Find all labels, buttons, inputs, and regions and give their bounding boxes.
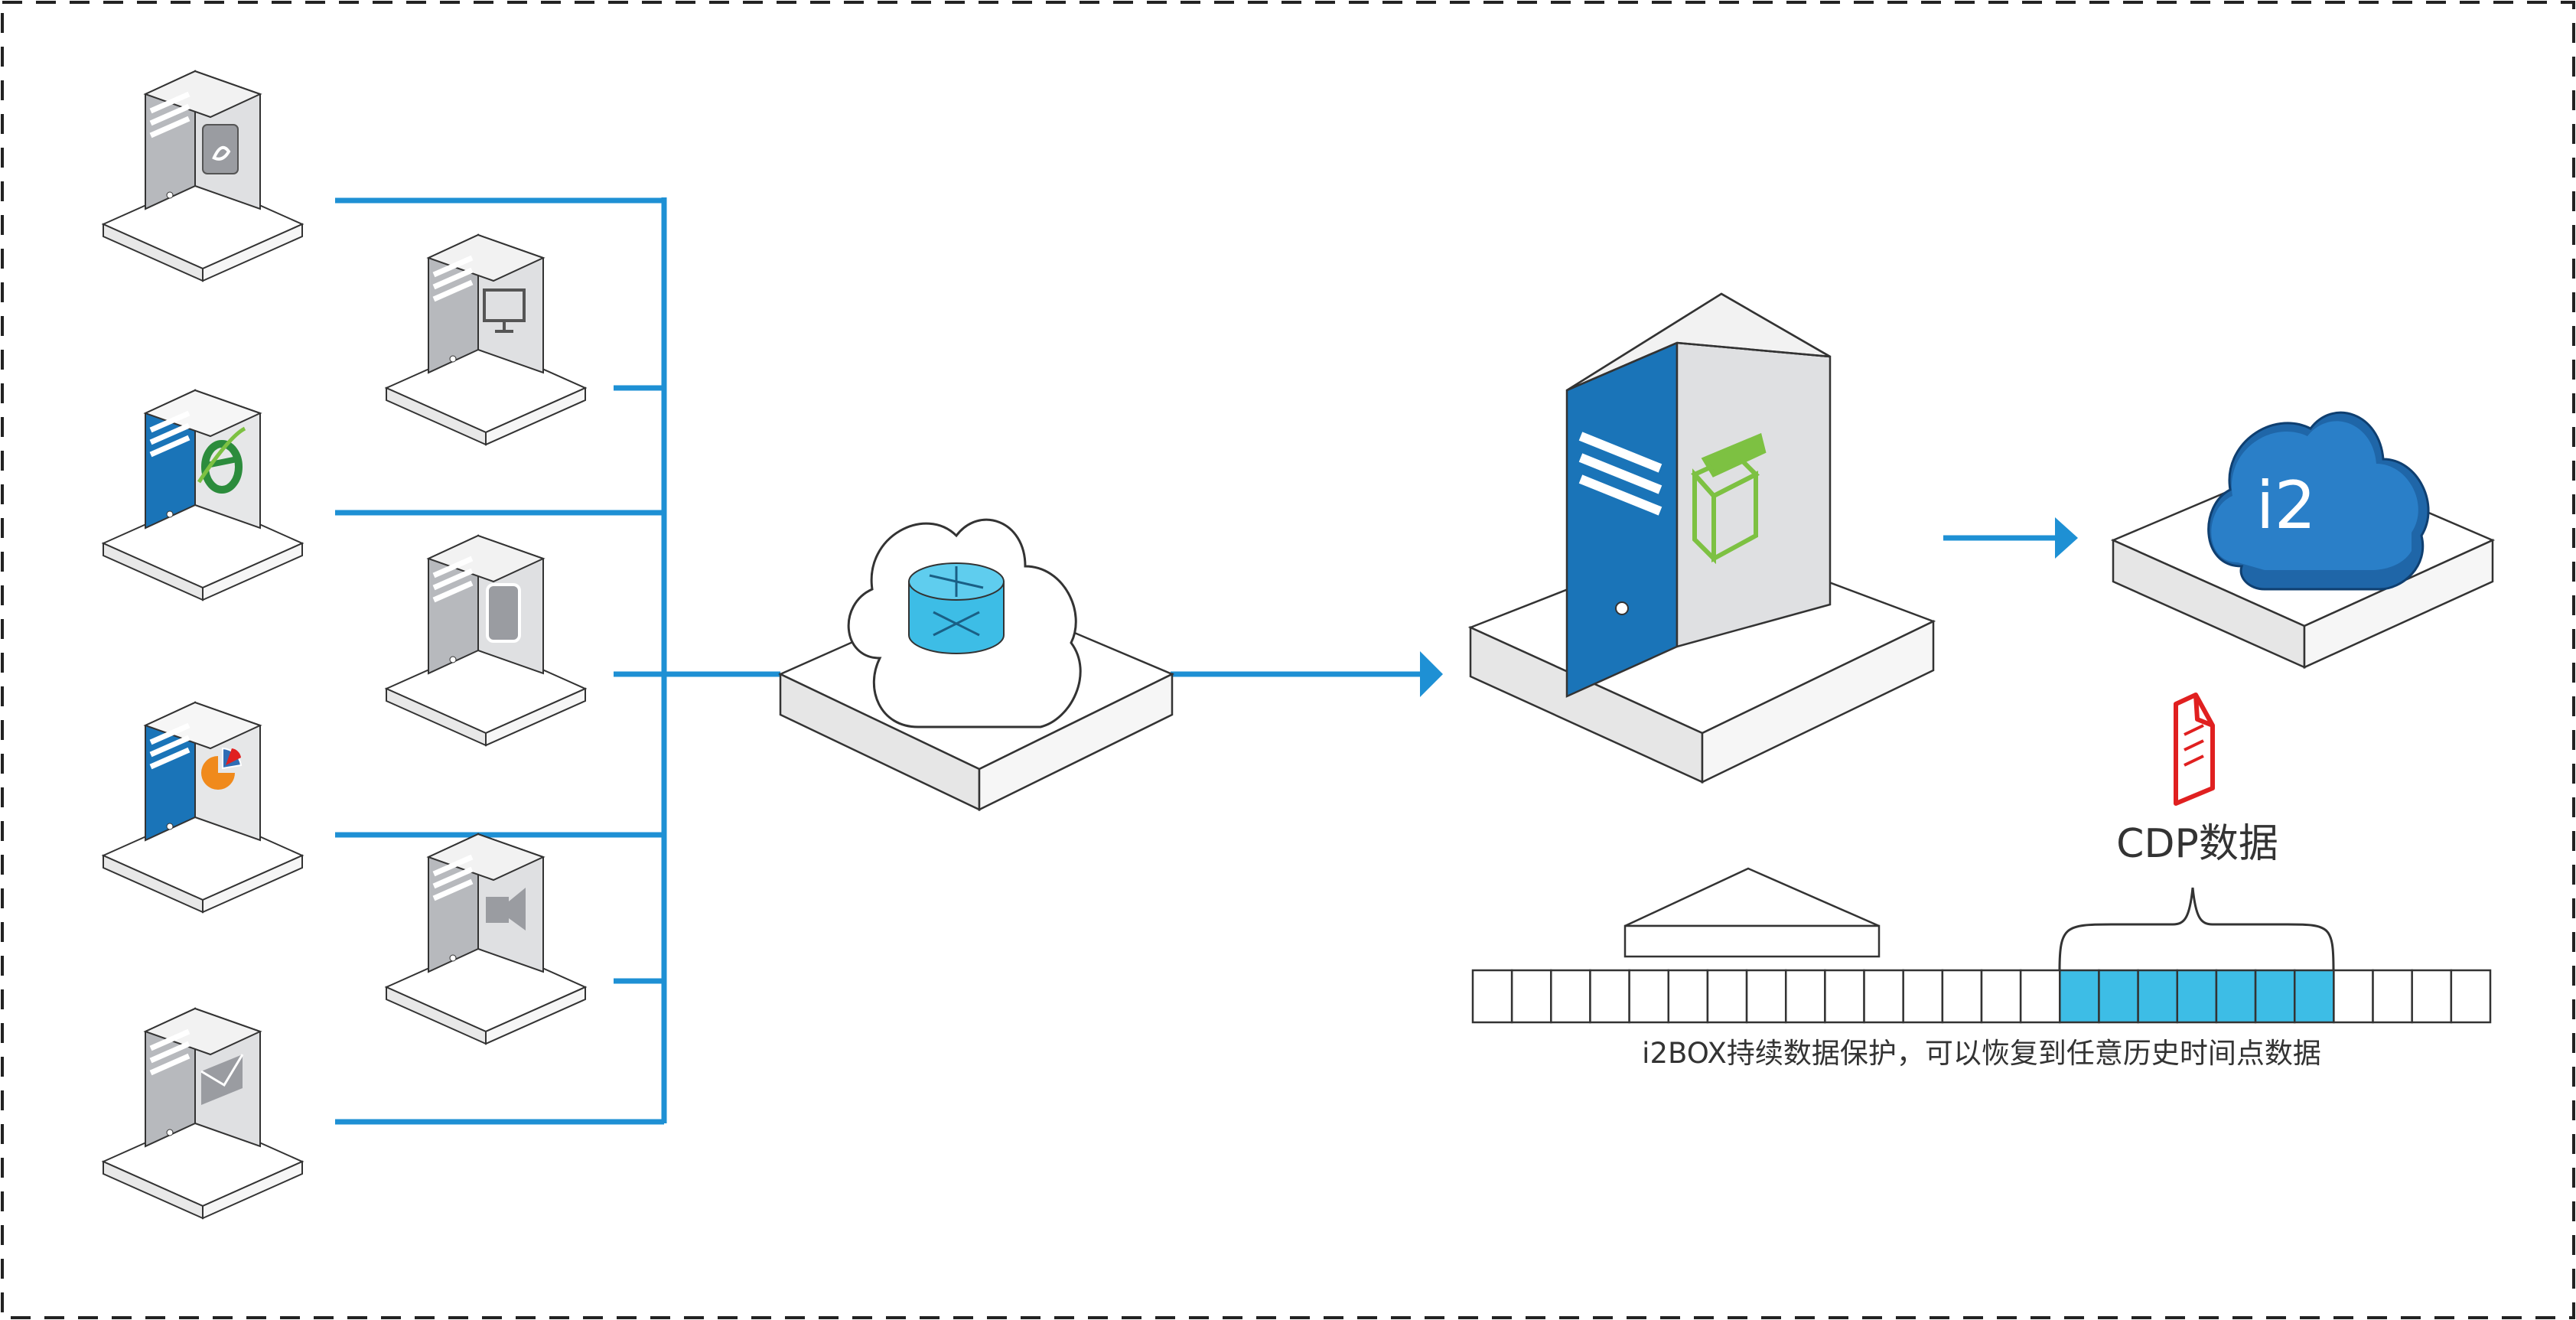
timeline-cell [1824, 969, 1865, 1024]
source-server-browser [103, 389, 303, 601]
timeline-cell [1510, 969, 1552, 1024]
timeline-cell [2019, 969, 2061, 1024]
timeline-cell-cdp [2137, 969, 2179, 1024]
i2-cloud-logo: i2 [2207, 411, 2430, 591]
timeline-cell [1745, 969, 1787, 1024]
video-icon [486, 888, 526, 931]
edit-doc-icon [202, 124, 239, 174]
document-icon [486, 583, 521, 643]
timeline-cell [1471, 969, 1513, 1024]
source-server-monitor [386, 233, 586, 445]
source-server-video [386, 833, 586, 1045]
timeline-cell [1863, 969, 1904, 1024]
timeline-cell [1784, 969, 1826, 1024]
timeline-caption: i2BOX持续数据保护，可以恢复到任意历史时间点数据 [1642, 1037, 2321, 1070]
ie-browser-icon [197, 426, 246, 494]
timeline-cell [1941, 969, 1983, 1024]
cloud-logo-text: i2 [2256, 468, 2317, 544]
source-server-document [386, 534, 586, 746]
source-server-chart [103, 701, 303, 913]
timeline-cell [1667, 969, 1709, 1024]
timeline-cell [1902, 969, 1944, 1024]
timeline-cell [1706, 969, 1748, 1024]
cdp-document-icon [2174, 693, 2215, 806]
timeline-cell-cdp [2059, 969, 2100, 1024]
backup-server [1467, 292, 1936, 784]
timeline-cell [1980, 969, 2022, 1024]
cdp-label: CDP数据 [2116, 821, 2278, 867]
timeline-cell-cdp [2254, 969, 2296, 1024]
timeline [1471, 969, 2492, 1024]
source-server-edit [103, 70, 303, 282]
monitor-icon [483, 288, 526, 333]
timeline-cell [2450, 969, 2492, 1024]
timeline-cell [2372, 969, 2413, 1024]
arrow-to-backup [1420, 651, 1443, 697]
chart-icon [201, 747, 243, 790]
timeline-cell-cdp [2293, 969, 2335, 1024]
timeline-cell [1589, 969, 1630, 1024]
mail-icon [200, 1054, 244, 1105]
timeline-cell [1628, 969, 1670, 1024]
timeline-cell-cdp [2098, 969, 2139, 1024]
router-icon [908, 562, 1005, 654]
timeline-cell [2333, 969, 2374, 1024]
cdp-brace [2058, 887, 2335, 971]
timeline-cell [2411, 969, 2453, 1024]
arrow-to-cloud [2055, 517, 2078, 559]
timeline-cell-cdp [2215, 969, 2257, 1024]
source-server-mail [103, 1007, 303, 1219]
history-bracket [1623, 867, 1881, 958]
timeline-cell [1550, 969, 1591, 1024]
box-icon [1691, 432, 1767, 565]
timeline-cell-cdp [2176, 969, 2218, 1024]
router-node [778, 518, 1175, 812]
cloud-node: i2 [2110, 411, 2496, 669]
connection-lines [335, 197, 2058, 1125]
